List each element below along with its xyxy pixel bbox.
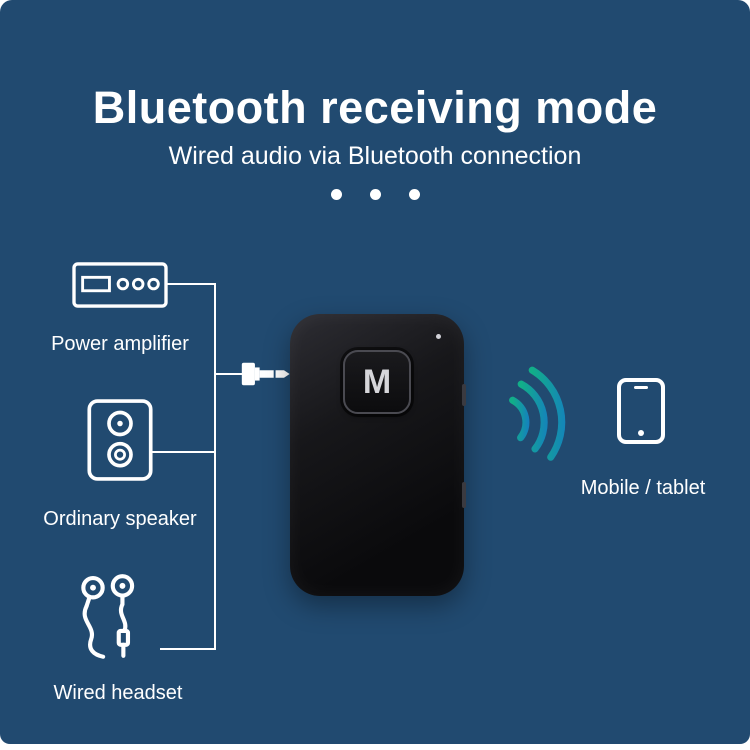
page-title: Bluetooth receiving mode	[92, 82, 658, 133]
wired-headset-icon	[70, 572, 162, 666]
phone-speaker-bar	[634, 386, 648, 389]
connector-vertical-line	[214, 283, 216, 650]
phone-icon	[617, 378, 665, 444]
power-amplifier-label: Power amplifier	[51, 333, 189, 355]
page-subtitle: Wired audio via Bluetooth connection	[168, 142, 582, 170]
side-button	[462, 384, 466, 406]
power-amplifier-icon	[72, 262, 168, 308]
ordinary-speaker-icon	[87, 398, 153, 482]
bluetooth-signal-waves-icon	[490, 355, 590, 473]
connector-headset-line	[160, 648, 216, 650]
ellipsis-dots	[0, 189, 750, 200]
audio-jack-icon	[240, 359, 298, 389]
mode-button: M	[343, 350, 411, 414]
wired-headset-label: Wired headset	[53, 682, 183, 704]
connector-speaker-line	[152, 451, 216, 453]
bluetooth-receiver-device: M	[290, 314, 466, 596]
connector-amp-line	[167, 283, 216, 285]
side-button	[462, 482, 466, 508]
ordinary-speaker-label: Ordinary speaker	[43, 508, 197, 530]
mobile-tablet-label: Mobile / tablet	[580, 477, 706, 499]
dot	[408, 189, 420, 200]
dot	[369, 189, 381, 200]
connector-jack-line	[214, 373, 244, 375]
dot	[330, 189, 342, 200]
led-indicator	[436, 334, 441, 339]
phone-home-button	[638, 430, 644, 436]
